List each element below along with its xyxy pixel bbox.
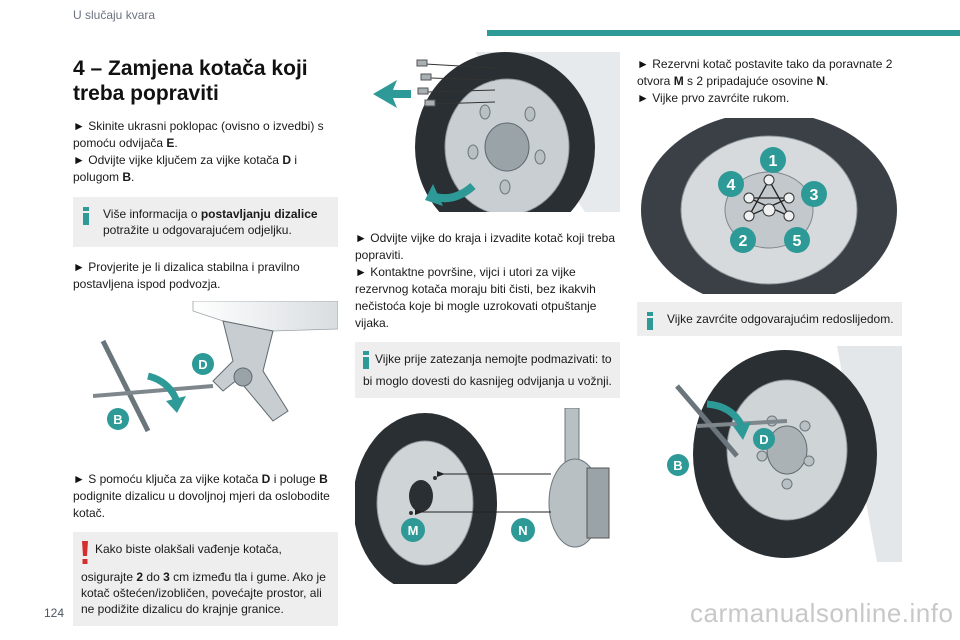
step-hand-tighten: ► Vijke prvo zavrćite rukom.: [637, 91, 790, 105]
label-5: 5: [793, 233, 802, 250]
warning-note-clearance: Kako biste olakšali vađenje kotača, osig…: [73, 532, 338, 626]
info-note-lubricate: Vijke prije zatezanja nemojte podmazivat…: [355, 342, 620, 398]
info-note-jack: Više informacija o postavljanju dizalice…: [73, 197, 338, 247]
page-number: 124: [44, 606, 65, 620]
label-3: 3: [810, 187, 819, 204]
step-arrow-icon: ►: [355, 265, 367, 279]
step-arrow-icon: ►: [73, 472, 85, 486]
column-middle: ► Odvijte vijke do kraja i izvadite kota…: [353, 52, 620, 593]
step-loosen-bolts: ► Odvijte vijke ključem za vijke kotača …: [73, 153, 297, 184]
step-remove-wheel: ► Odvijte vijke do kraja i izvadite kota…: [355, 231, 616, 262]
label-1: 1: [769, 153, 778, 170]
label-b: B: [113, 412, 122, 427]
wheel-removal-illustration: [355, 52, 620, 242]
label-2: 2: [739, 233, 748, 250]
label-d: D: [198, 357, 207, 372]
step-clean-surfaces: ► Kontaktne površine, vijci i utori za v…: [355, 265, 597, 330]
info-icon: [83, 207, 97, 229]
column-left: 4 – Zamjena kotača koji treba popraviti …: [73, 56, 339, 626]
wheel-alignment-illustration: M N: [353, 407, 620, 593]
info-icon: [647, 312, 661, 334]
step-arrow-icon: ►: [355, 231, 367, 245]
tightening-order-illustration: 1 2 3 4 5: [637, 112, 902, 308]
title-line-1: 4 – Zamjena kotača koji: [73, 57, 308, 80]
letter-e: E: [166, 136, 175, 150]
label-n: N: [518, 523, 527, 538]
step-check-jack: ► Provjerite je li dizalica stabilna i p…: [73, 260, 300, 291]
section-header-label: U slučaju kvara: [73, 8, 156, 22]
jack-illustration: D B: [73, 300, 339, 451]
watermark: carmanualsonline.info: [690, 598, 954, 628]
info-icon: [363, 351, 369, 373]
step-raise-jack: ► S pomoću ključa za vijke kotača D i po…: [73, 472, 330, 520]
label-m: M: [408, 523, 419, 538]
step-arrow-icon: ►: [73, 260, 85, 274]
label-d: D: [759, 432, 768, 447]
step-arrow-icon: ►: [73, 119, 85, 133]
step-remove-hubcap: ► Skinite ukrasni poklopac (ovisno o izv…: [73, 119, 324, 150]
step-position-spare: ► Rezervni kotač postavite tako da porav…: [637, 57, 893, 88]
label-b: B: [673, 458, 682, 473]
step-arrow-icon: ►: [73, 153, 85, 167]
column-right: ► Rezervni kotač postavite tako da porav…: [637, 56, 902, 562]
title-line-2: treba popraviti: [73, 82, 219, 105]
step-arrow-icon: ►: [637, 57, 649, 71]
header-accent-bar: [487, 30, 960, 36]
final-tightening-illustration: D B: [637, 346, 902, 562]
step-arrow-icon: ►: [637, 91, 649, 105]
info-note-order: Vijke zavrćite odgovarajućim redoslijedo…: [637, 302, 902, 336]
page-title: 4 – Zamjena kotača koji treba popraviti: [73, 56, 338, 106]
warning-icon: [81, 541, 89, 569]
label-4: 4: [727, 177, 736, 194]
